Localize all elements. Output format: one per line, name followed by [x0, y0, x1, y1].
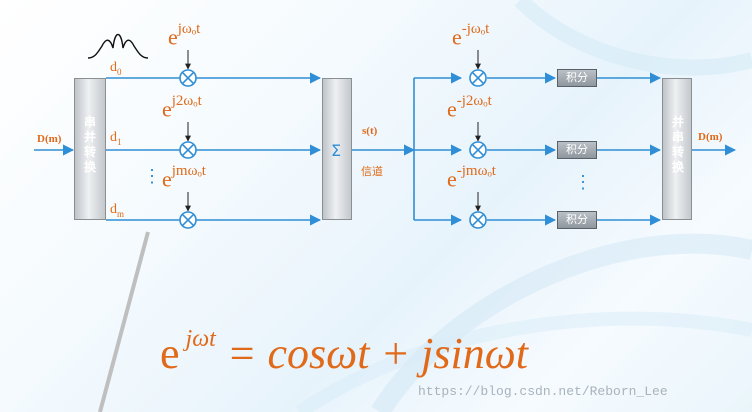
background-curve	[514, 0, 752, 76]
rx-carrier-label-m: e-jmωₒt	[447, 163, 496, 192]
rx-ellipsis: ⋮	[574, 172, 592, 192]
tx-multiplier-icon	[179, 69, 197, 87]
rx-multiplier-icon	[469, 69, 487, 87]
input-d1: d1	[110, 130, 122, 147]
output-label: D(m)	[698, 131, 723, 143]
rx-multiplier-icon	[469, 211, 487, 229]
rx-carrier-label-0: e-jωₒt	[452, 21, 490, 50]
tx-multiplier-icon	[179, 141, 197, 159]
tx-carrier-label-m: ejmωₒt	[162, 163, 206, 192]
integrator-block: 积分	[557, 141, 597, 159]
signal-label: s(t)	[362, 125, 378, 137]
tx-ellipsis: ⋮	[143, 166, 161, 186]
rx-carrier-label-1: e-j2ωₒt	[447, 93, 492, 122]
tx-multiplier-icon	[179, 211, 197, 229]
watermark: https://blog.csdn.net/Reborn_Lee	[418, 384, 668, 399]
sum-symbol: Σ	[331, 141, 342, 160]
input-d0: d0	[110, 60, 122, 77]
rx-multiplier-icon	[469, 141, 487, 159]
input-dm: dm	[110, 202, 125, 219]
wave-pulse-icon	[87, 33, 149, 59]
integrator-block: 积分	[557, 69, 597, 87]
serial-to-parallel-block: 串并 转换	[74, 78, 106, 220]
sp-block-label: 串并 转换	[83, 115, 96, 174]
input-label: D(m)	[37, 133, 62, 145]
parallel-to-serial-block: 并串 转换	[662, 78, 692, 220]
ps-block-label: 并串 转换	[671, 115, 684, 174]
tx-carrier-label-0: ejωₒt	[168, 21, 201, 50]
pointer-stick	[98, 231, 150, 412]
integrator-block: 积分	[557, 211, 597, 229]
background-curve	[296, 311, 752, 412]
background-curve	[371, 233, 752, 412]
tx-carrier-label-1: ej2ωₒt	[162, 93, 202, 122]
channel-label: 信道	[361, 165, 383, 178]
summer-block: Σ	[322, 78, 352, 220]
